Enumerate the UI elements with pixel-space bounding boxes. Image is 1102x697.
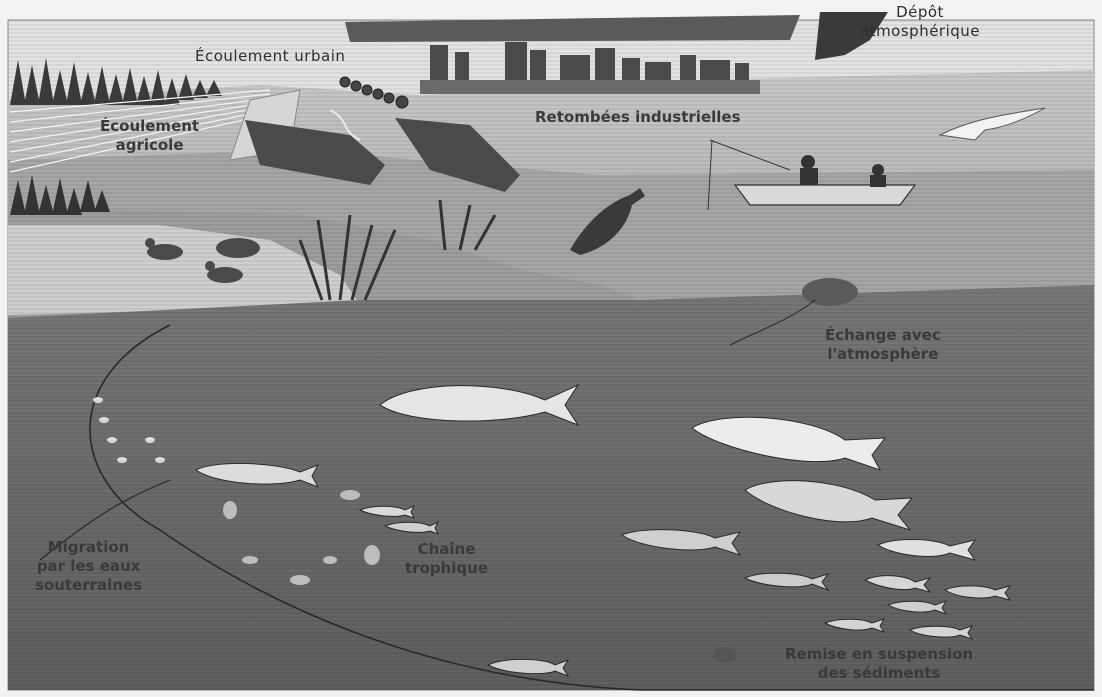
atmosphere-exchange-line-2: l'atmosphère (825, 345, 941, 364)
agricultural-runoff-line-1: Écoulement (100, 117, 199, 136)
food-chain-line-2: trophique (405, 559, 488, 578)
city-base (420, 80, 760, 94)
groundwater-migration-line-1: Migration (35, 538, 142, 557)
sediment-resuspension-line-1: Remise en suspension (785, 645, 973, 664)
fishing-boat (735, 185, 915, 205)
groundwater-migration-line-2: par les eaux (35, 557, 142, 576)
food-chain-line-1: Chaîne (405, 540, 488, 559)
agricultural-runoff-line-2: agricole (100, 136, 199, 155)
label-agricultural-runoff: Écoulement agricole (100, 117, 199, 155)
atmospheric-deposition-line-2: atmosphérique (860, 22, 980, 41)
label-industrial-fallout: Retombées industrielles (535, 108, 741, 127)
exchange-fish-jump (802, 278, 858, 306)
label-atmospheric-deposition: Dépôt atmosphérique (860, 3, 980, 41)
atmospheric-deposition-line-1: Dépôt (860, 3, 980, 22)
label-food-chain: Chaîne trophique (405, 540, 488, 578)
label-sediment-resuspension: Remise en suspension des sédiments (785, 645, 973, 683)
urban-runoff-text: Écoulement urbain (195, 47, 345, 65)
atmosphere-exchange-line-1: Échange avec (825, 326, 941, 345)
sediment-resuspension-line-2: des sédiments (785, 664, 973, 683)
industrial-fallout-text: Retombées industrielles (535, 108, 741, 126)
groundwater-migration-line-3: souterraines (35, 576, 142, 595)
label-atmosphere-exchange: Échange avec l'atmosphère (825, 326, 941, 364)
label-groundwater-migration: Migration par les eaux souterraines (35, 538, 142, 595)
label-urban-runoff: Écoulement urbain (195, 47, 345, 66)
